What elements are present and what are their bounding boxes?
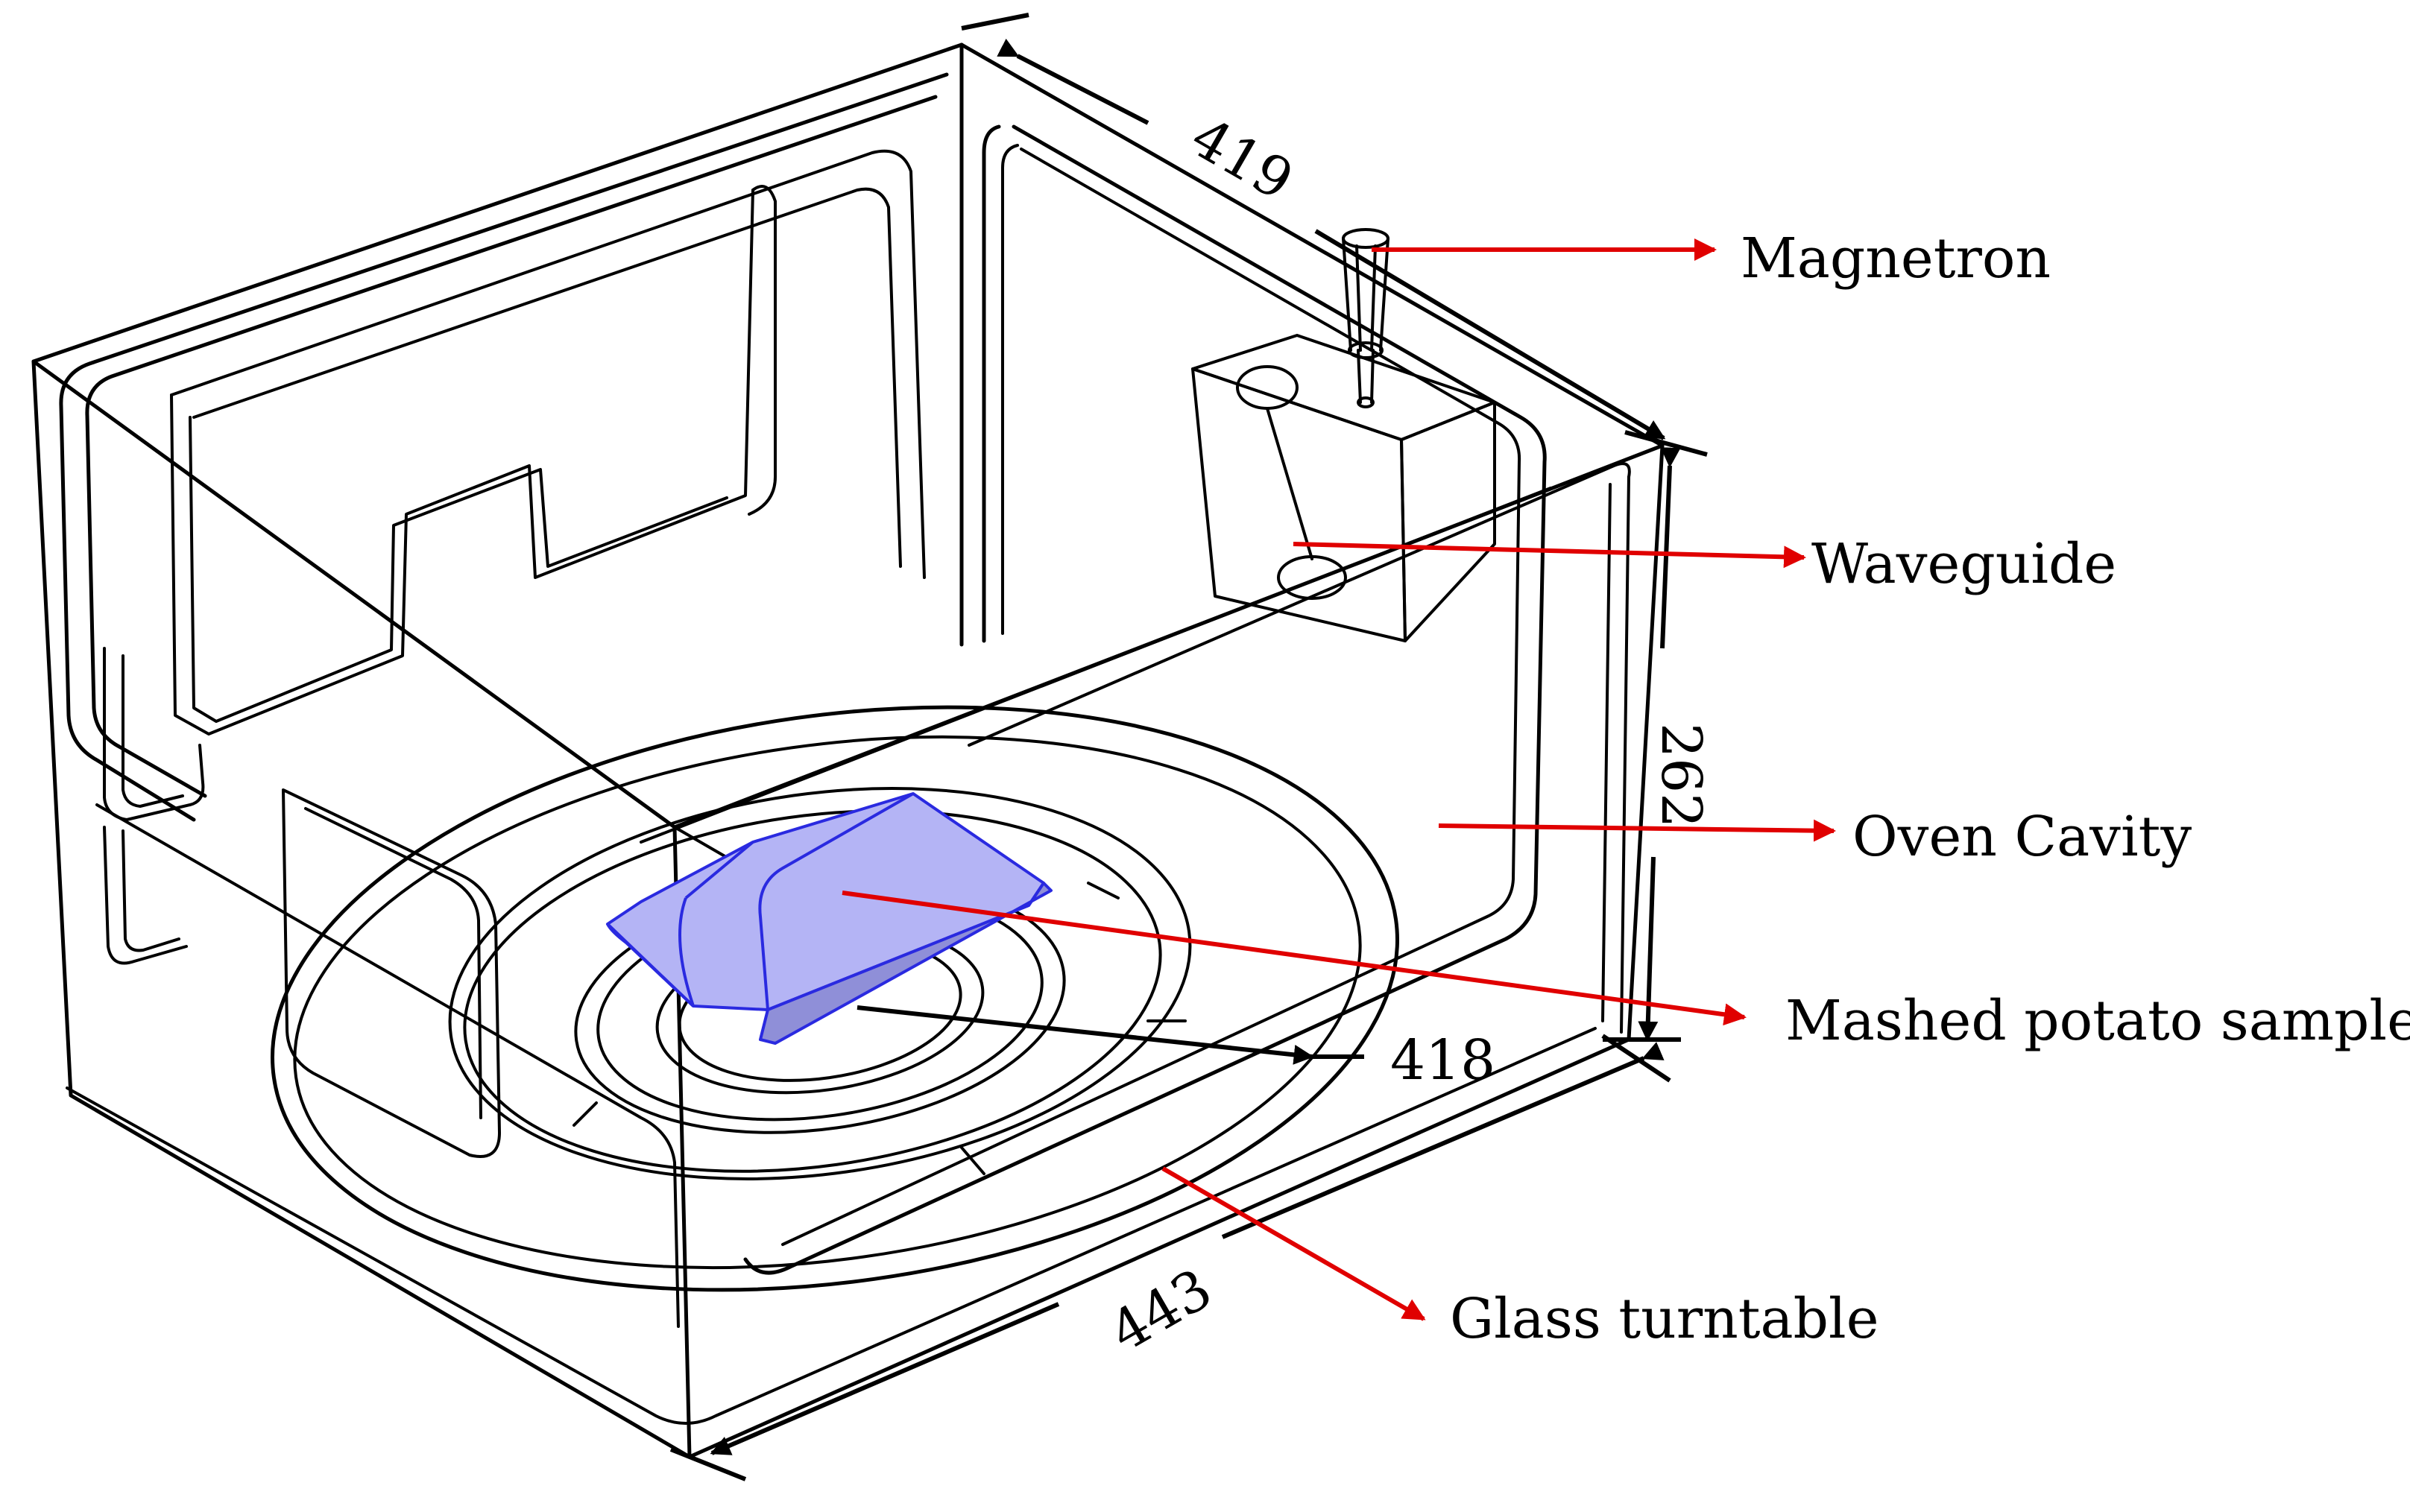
leader-oven-cavity — [1438, 819, 1836, 842]
dimension-turntable: 418 — [1390, 1028, 1495, 1092]
dimension-height: 262 — [1649, 723, 1713, 828]
leader-glass-turntable — [1161, 1166, 1426, 1321]
magnetron — [1342, 228, 1389, 408]
glass-turntable — [271, 705, 1399, 1292]
label-mashed-potato: Mashed potato sample — [1785, 989, 2410, 1053]
label-oven-cavity: Oven Cavity — [1852, 805, 2192, 869]
label-glass-turntable: Glass turntable — [1450, 1287, 1879, 1351]
leader-mashed-potato — [842, 891, 1747, 1026]
dimension-labels: 419 262 443 418 — [1100, 105, 1713, 1364]
callouts: Magnetron Waveguide Oven Cavity Mashed p… — [842, 227, 2410, 1351]
oven-outer-box — [31, 42, 1665, 1459]
leader-waveguide — [1293, 542, 1806, 569]
waveguide — [1191, 334, 1496, 642]
sample-front-face — [759, 882, 1053, 1045]
mashed-potato-sample — [606, 792, 1053, 1045]
right-side-wall — [743, 124, 1631, 1275]
dimension-depth: 419 — [1180, 105, 1303, 213]
label-waveguide: Waveguide — [1811, 532, 2116, 596]
dimension-width: 443 — [1100, 1256, 1223, 1364]
back-wall-panel — [59, 72, 949, 965]
label-magnetron: Magnetron — [1741, 227, 2051, 291]
dimension-lines — [669, 13, 1708, 1481]
